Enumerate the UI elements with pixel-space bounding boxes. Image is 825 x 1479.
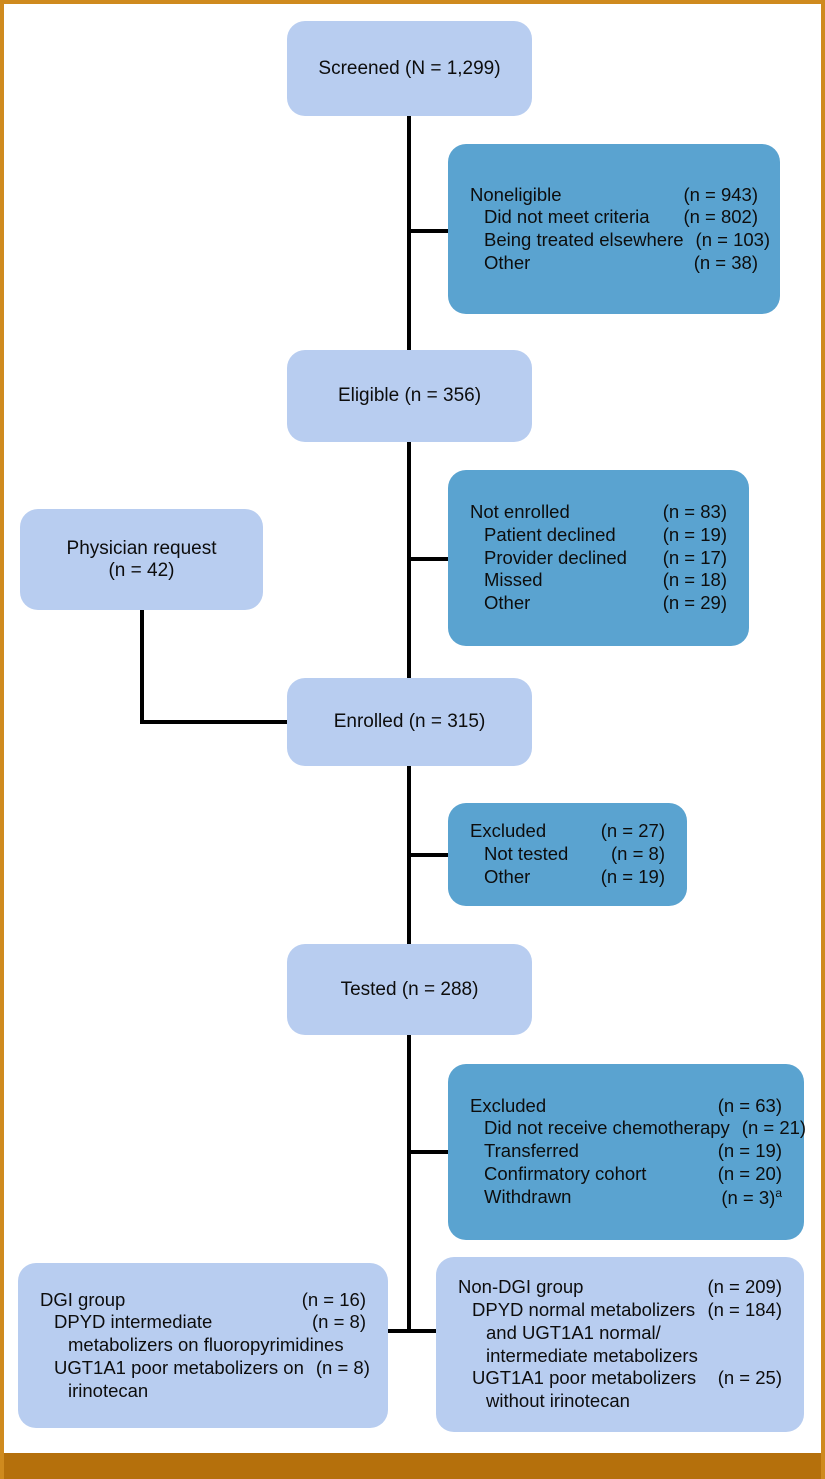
table-row: UGT1A1 poor metabolizers on (n = 8) <box>54 1356 370 1378</box>
footer-bar <box>4 1453 821 1479</box>
table-row: DPYD intermediate (n = 8) <box>54 1311 366 1333</box>
node-not-enrolled-rows: Not enrolled (n = 83) Patient declined (… <box>448 501 749 615</box>
node-excluded-pretest[interactable]: Excluded (n = 27) Not tested (n = 8) Oth… <box>448 803 687 906</box>
table-row: UGT1A1 poor metabolizers (n = 25) <box>472 1367 782 1389</box>
connector-physician-request-to-enrolled <box>140 720 289 724</box>
footnote-marker: a <box>775 1185 782 1200</box>
node-physician-request-line2: (n = 42) <box>108 559 175 581</box>
table-row: Patient declined (n = 19) <box>484 523 727 545</box>
table-row: Transferred (n = 19) <box>484 1140 782 1162</box>
connector-physician-request-down <box>140 610 144 722</box>
node-excluded-posttest-rows: Excluded (n = 63) Did not receive chemot… <box>448 1094 807 1210</box>
table-row: Other (n = 19) <box>484 865 665 887</box>
table-row: Not enrolled (n = 83) <box>470 501 727 523</box>
table-row: irinotecan <box>68 1379 149 1401</box>
table-row: Did not meet criteria (n = 802) <box>484 206 758 228</box>
table-row: Did not receive chemotherapy (n = 21) <box>484 1117 807 1139</box>
table-row: Confirmatory cohort (n = 20) <box>484 1162 782 1184</box>
node-excluded-posttest[interactable]: Excluded (n = 63) Did not receive chemot… <box>448 1064 807 1240</box>
node-tested[interactable]: Tested (n = 288) <box>287 944 532 1035</box>
connector-tested-to-groups <box>407 1034 411 1331</box>
node-screened[interactable]: Screened (N = 1,299) <box>287 21 532 116</box>
connector-eligible-to-enrolled <box>407 441 411 686</box>
table-row: without irinotecan <box>486 1390 630 1411</box>
node-physician-request[interactable]: Physician request (n = 42) <box>20 509 263 610</box>
table-row: metabolizers on fluoropyrimidines <box>68 1334 344 1356</box>
table-row: Provider declined (n = 17) <box>484 546 727 568</box>
node-dgi-group[interactable]: DGI group (n = 16) DPYD intermediate (n … <box>18 1263 388 1428</box>
node-tested-label: Tested (n = 288) <box>340 978 479 1000</box>
node-noneligible-rows: Noneligible (n = 943) Did not meet crite… <box>448 184 780 275</box>
node-eligible-label: Eligible (n = 356) <box>337 385 482 406</box>
node-dgi-group-rows: DGI group (n = 16) DPYD intermediate (n … <box>18 1289 388 1403</box>
table-row: DPYD normal metabolizers (n = 184) <box>472 1299 782 1320</box>
table-row: Being treated elsewhere (n = 103) <box>484 229 771 250</box>
node-enrolled-label: Enrolled (n = 315) <box>333 711 486 732</box>
table-row: Excluded (n = 63) <box>470 1094 782 1116</box>
table-row: Not tested (n = 8) <box>484 843 665 865</box>
node-excluded-pretest-rows: Excluded (n = 27) Not tested (n = 8) Oth… <box>448 820 687 888</box>
node-screened-label: Screened (N = 1,299) <box>318 57 501 79</box>
table-row: Noneligible (n = 943) <box>470 183 758 205</box>
node-eligible[interactable]: Eligible (n = 356) <box>287 350 532 442</box>
table-row: Withdrawn (n = 3)a <box>484 1185 782 1208</box>
connector-to-noneligible <box>407 229 449 233</box>
flowchart-canvas: Screened (N = 1,299) Noneligible (n = 94… <box>4 4 821 1479</box>
table-row: and UGT1A1 normal/ <box>486 1321 661 1343</box>
connector-to-not-enrolled <box>407 557 449 561</box>
node-not-enrolled[interactable]: Not enrolled (n = 83) Patient declined (… <box>448 470 749 646</box>
connector-to-excluded-posttest <box>407 1150 449 1154</box>
node-enrolled[interactable]: Enrolled (n = 315) <box>287 678 532 766</box>
table-row: Non-DGI group (n = 209) <box>458 1276 782 1298</box>
table-row: Other (n = 38) <box>484 251 758 273</box>
table-row: Missed (n = 18) <box>484 569 727 591</box>
table-row: intermediate metabolizers <box>486 1344 698 1366</box>
table-row: Excluded (n = 27) <box>470 820 665 842</box>
connector-split-to-non-dgi-group <box>407 1329 455 1333</box>
table-row: DGI group (n = 16) <box>40 1288 366 1310</box>
node-noneligible[interactable]: Noneligible (n = 943) Did not meet crite… <box>448 144 780 314</box>
node-non-dgi-group-rows: Non-DGI group (n = 209) DPYD normal meta… <box>436 1276 804 1413</box>
node-physician-request-line1: Physician request <box>66 537 217 559</box>
table-row: Other (n = 29) <box>484 592 727 614</box>
node-non-dgi-group[interactable]: Non-DGI group (n = 209) DPYD normal meta… <box>436 1257 804 1432</box>
connector-to-excluded-pretest <box>407 853 449 857</box>
